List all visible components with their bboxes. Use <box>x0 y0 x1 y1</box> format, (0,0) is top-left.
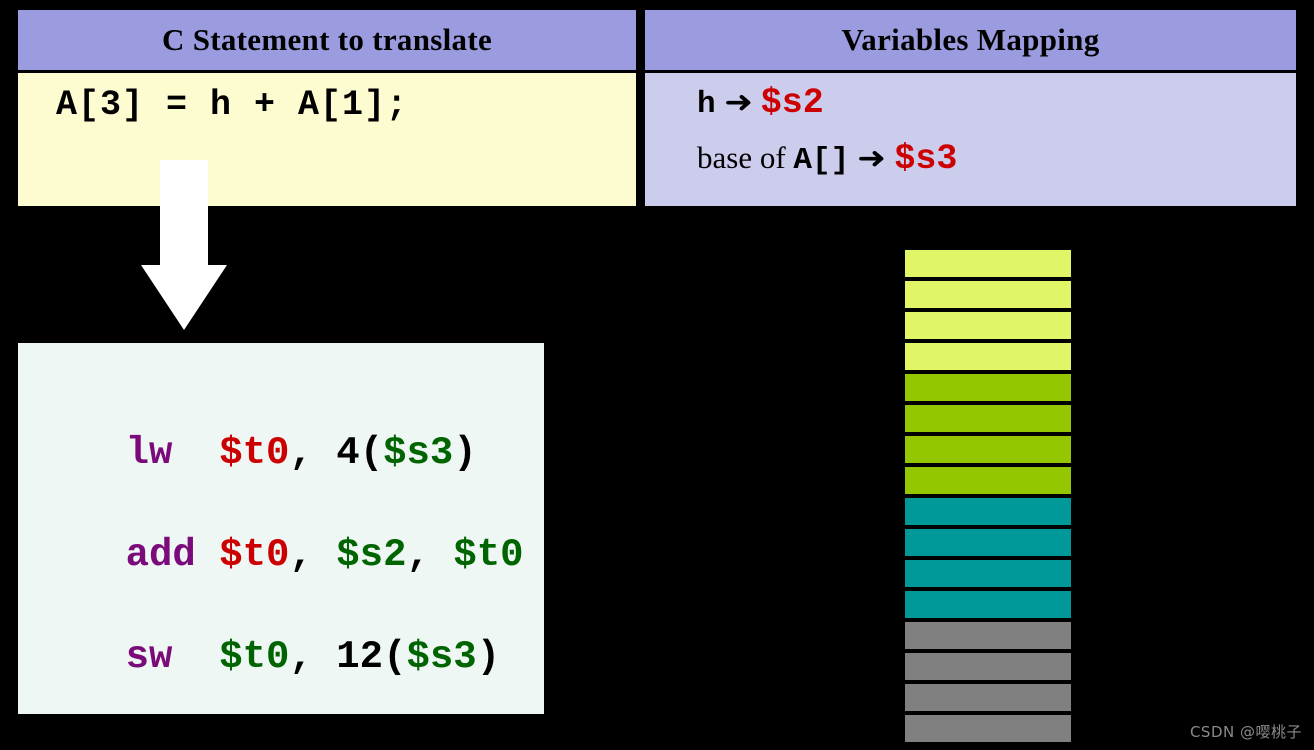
code-line-add: add $t0, $s2, $t0 <box>32 483 544 585</box>
source-register-1: $s2 <box>336 533 407 577</box>
memory-cell <box>905 529 1071 560</box>
base-register: $s3 <box>406 635 477 679</box>
mapping-variable-name: A[] <box>793 143 850 178</box>
maps-to-arrow-icon: ➜ <box>857 141 887 176</box>
comparison-table: C Statement to translate A[3] = h + A[1]… <box>16 8 1298 208</box>
open-paren: ( <box>383 635 407 679</box>
watermark: CSDN @嘤桃子 <box>1189 723 1302 741</box>
operand-separator: , <box>289 431 337 475</box>
down-arrow-icon <box>141 160 227 330</box>
memory-cell <box>905 591 1071 622</box>
memory-cell <box>905 498 1071 529</box>
mapping-variable-name: h <box>697 87 716 122</box>
close-paren: ) <box>453 431 477 475</box>
memory-cell <box>905 622 1071 653</box>
variables-mapping-header: Variables Mapping <box>643 8 1298 73</box>
opcode-padding <box>196 533 219 577</box>
code-line-lw: lw $t0, 4($s3) <box>32 381 544 483</box>
memory-cell <box>905 374 1071 405</box>
memory-cell <box>905 250 1071 281</box>
source-register-2: $t0 <box>453 533 524 577</box>
memory-cell <box>905 684 1071 715</box>
immediate-offset: 12 <box>336 635 384 679</box>
c-statement-column: C Statement to translate A[3] = h + A[1]… <box>16 8 638 208</box>
base-register: $s3 <box>383 431 454 475</box>
c-statement-header: C Statement to translate <box>16 8 638 73</box>
source-register: $t0 <box>219 635 290 679</box>
mapping-variable-prefix: base of <box>697 140 794 175</box>
opcode-padding <box>172 431 219 475</box>
memory-cell <box>905 343 1071 374</box>
translation-flow-arrow <box>139 160 229 332</box>
memory-cell <box>905 281 1071 312</box>
variables-mapping-column: Variables Mapping h ➜ $s2 base of A[] ➜ … <box>643 8 1298 208</box>
opcode: sw <box>125 635 173 679</box>
opcode-padding <box>172 635 219 679</box>
operand-separator: , <box>289 635 337 679</box>
destination-register: $t0 <box>219 431 290 475</box>
open-paren: ( <box>359 431 384 475</box>
operand-separator: , <box>289 533 337 577</box>
mapping-list: h ➜ $s2 base of A[] ➜ $s3 <box>697 83 1290 195</box>
memory-array-diagram <box>905 246 1071 746</box>
memory-cell <box>905 715 1071 746</box>
mapping-register: $s2 <box>760 83 824 123</box>
maps-to-arrow-icon: ➜ <box>723 85 753 120</box>
memory-cell <box>905 467 1071 498</box>
memory-cell <box>905 312 1071 343</box>
mapping-register: $s3 <box>894 139 958 179</box>
memory-cell <box>905 436 1071 467</box>
code-line-sw: sw $t0, 12($s3) <box>32 585 544 687</box>
destination-register: $t0 <box>219 533 290 577</box>
c-statement-cell: A[3] = h + A[1]; <box>16 73 638 208</box>
mapping-row-array-base: base of A[] ➜ $s3 <box>697 139 1290 195</box>
c-statement-text: A[3] = h + A[1]; <box>56 85 409 125</box>
opcode: lw <box>125 431 173 475</box>
assembly-code-box: lw $t0, 4($s3) add $t0, $s2, $t0 sw $t0,… <box>18 343 544 714</box>
close-paren: ) <box>476 635 501 679</box>
operand-separator: , <box>406 533 454 577</box>
immediate-offset: 4 <box>336 431 360 475</box>
variables-mapping-cell: h ➜ $s2 base of A[] ➜ $s3 <box>643 73 1298 208</box>
opcode: add <box>125 533 196 577</box>
memory-cell <box>905 653 1071 684</box>
mapping-row-h: h ➜ $s2 <box>697 83 1290 139</box>
memory-cell <box>905 405 1071 436</box>
memory-cell <box>905 560 1071 591</box>
